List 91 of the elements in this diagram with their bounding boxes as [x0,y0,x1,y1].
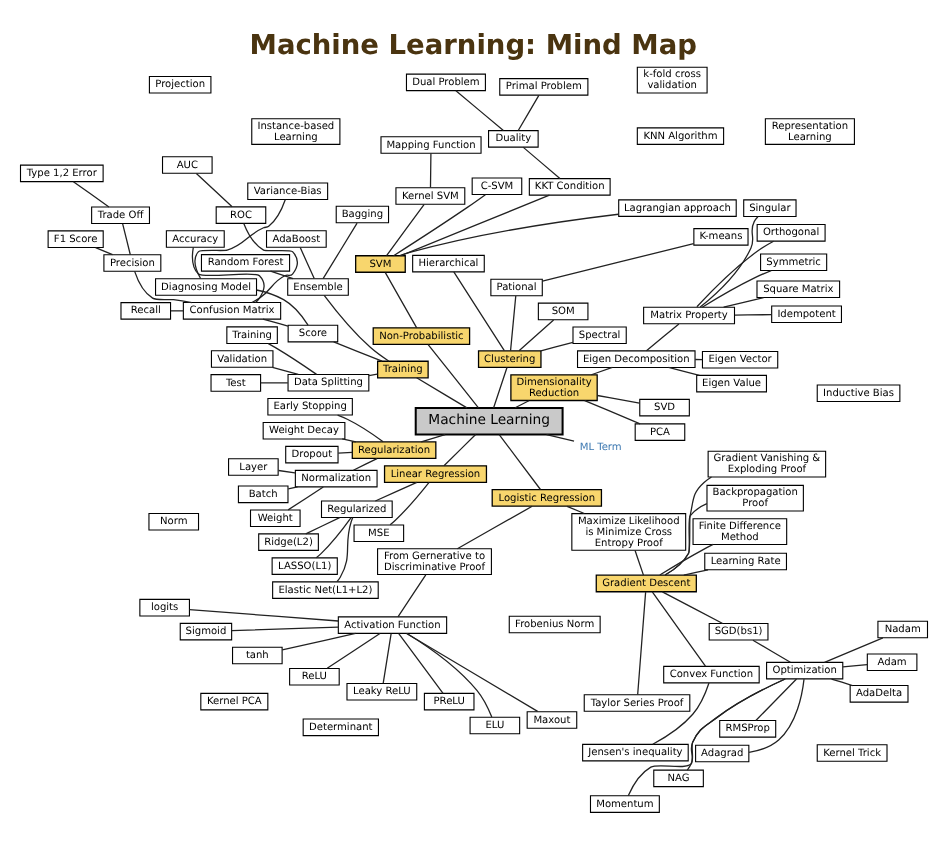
connector [701,269,772,308]
connector [194,199,286,280]
connector [661,591,724,625]
connector [255,289,309,326]
connector [243,222,299,304]
connector [385,203,425,257]
connector [368,373,378,377]
connector [652,682,710,745]
connector [645,323,680,352]
connector [420,433,446,443]
connector [722,296,765,308]
connector [262,318,289,327]
connector [541,242,695,282]
diagram-title: Machine Learning: Mind Map [249,30,697,63]
connector [188,608,339,622]
connector [397,574,427,618]
connector [755,678,798,722]
connector [627,678,786,797]
connector [522,146,561,180]
connector [323,294,390,362]
connector [455,90,505,132]
connector [683,569,709,576]
connector [341,438,357,443]
connector [734,314,773,316]
connector [686,678,786,771]
connector [427,343,479,409]
connector [195,172,233,208]
connector [170,310,184,312]
connector [498,433,542,491]
connector [269,270,294,280]
connector [305,516,341,535]
connector [72,181,110,208]
connector [94,246,114,256]
connector [392,194,487,257]
connector [514,400,530,409]
connector [333,341,383,362]
connector [134,270,193,304]
connector [406,632,493,718]
connector [336,517,354,583]
connector [416,377,468,409]
connector [389,481,430,526]
connector [659,543,714,576]
connector [823,637,884,663]
connector [191,246,265,304]
connector [584,399,641,425]
connector [566,505,585,515]
connector [517,94,540,132]
connector [748,678,805,753]
connector [456,505,533,550]
connector [596,394,641,404]
connector [267,342,318,375]
connector [752,639,791,663]
connector [429,152,432,189]
connector [664,476,713,576]
connector [634,549,645,576]
connector [540,341,574,352]
connector [493,366,508,409]
connector [453,271,505,352]
connector [337,451,353,454]
connector [637,591,647,696]
connector [651,591,707,667]
connector [315,516,352,559]
connector [281,632,357,651]
connector [545,433,575,442]
connector [122,223,131,256]
connector [400,194,551,257]
connector [277,469,296,474]
connector [287,486,324,511]
connector [374,481,418,502]
connector [667,366,700,376]
connector [398,633,444,694]
connector [352,457,378,471]
connector [590,366,613,376]
connector [518,319,555,352]
connector [382,632,392,684]
connector [842,664,868,668]
connector [271,366,299,376]
connector [443,433,477,467]
connector [699,216,759,308]
connector [830,678,854,687]
connector [509,295,517,352]
connector [287,486,299,490]
connector [299,246,315,280]
connector [399,213,620,257]
connector [384,272,418,329]
connector [260,382,289,384]
connector [231,626,339,632]
connector [696,240,775,308]
connector [337,414,384,443]
connector [326,632,381,669]
connector [322,222,358,280]
